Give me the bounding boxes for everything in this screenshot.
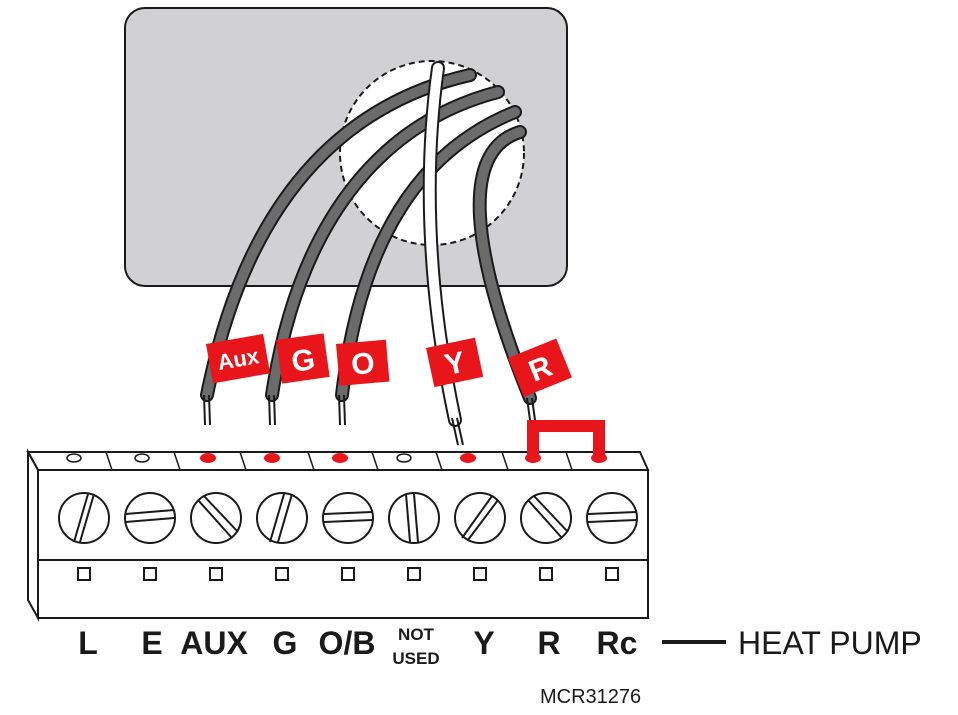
screw-g xyxy=(256,492,308,544)
label-aux: AUX xyxy=(180,625,248,661)
wires xyxy=(200,61,537,427)
label-g: G xyxy=(273,625,298,661)
tag-g: G xyxy=(276,333,330,384)
label-l: L xyxy=(78,625,98,661)
label-y: Y xyxy=(473,625,494,661)
screw-aux xyxy=(190,492,242,544)
terminal-tabs xyxy=(77,567,619,581)
tag-y: Y xyxy=(426,337,484,388)
label-e: E xyxy=(141,625,162,661)
dot-g xyxy=(264,453,280,463)
screw-ob xyxy=(322,492,374,544)
screws xyxy=(58,492,638,544)
screw-rc xyxy=(586,492,638,544)
terminal-labels: L E AUX G O/B NOT USED Y R Rc xyxy=(78,625,637,668)
tag-o: O xyxy=(336,339,390,386)
label-rc: Rc xyxy=(597,625,638,661)
tag-r: R xyxy=(508,338,572,397)
wire-ends xyxy=(203,394,536,446)
hole-notused xyxy=(396,453,412,463)
screw-e xyxy=(124,492,176,544)
tag-aux: Aux xyxy=(206,333,271,384)
dot-aux xyxy=(200,453,216,463)
tag-g-text: G xyxy=(289,343,317,379)
dot-y xyxy=(460,453,476,463)
hole-l xyxy=(66,453,82,463)
tag-o-text: O xyxy=(350,347,376,382)
dot-ob xyxy=(332,453,348,463)
label-r: R xyxy=(537,625,560,661)
screw-y xyxy=(454,492,506,544)
screw-notused xyxy=(388,492,440,544)
label-used: USED xyxy=(392,649,439,668)
dot-rc xyxy=(591,453,607,463)
jumper xyxy=(527,420,605,455)
figure-code: MCR31276 xyxy=(540,686,641,708)
label-not: NOT xyxy=(398,625,435,644)
heat-pump-label: HEAT PUMP xyxy=(738,625,922,661)
terminal-holes xyxy=(66,453,607,463)
dot-r xyxy=(525,453,541,463)
screw-r xyxy=(520,492,572,544)
screw-l xyxy=(58,492,110,544)
label-ob: O/B xyxy=(319,625,376,661)
hole-e xyxy=(134,453,150,463)
